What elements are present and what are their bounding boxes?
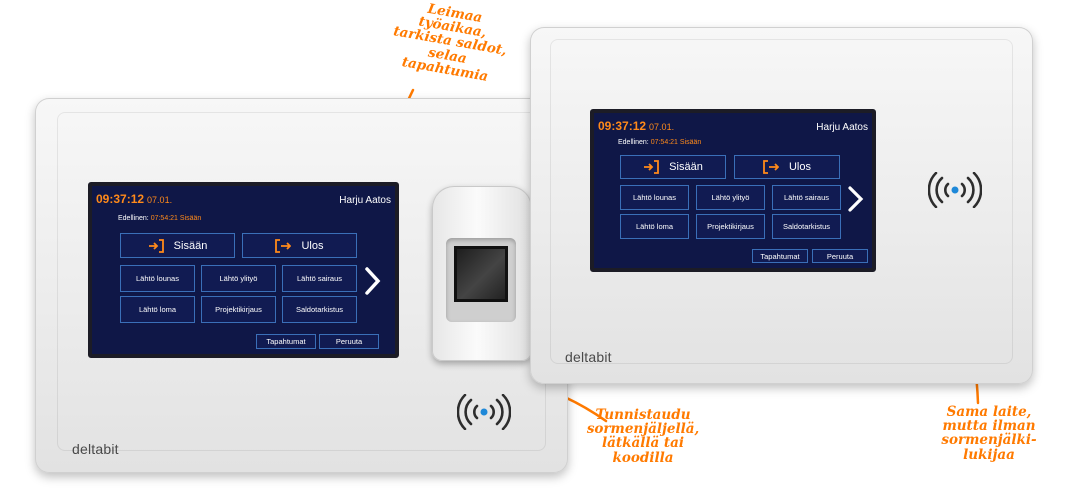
balance-check-button[interactable]: Saldotarkistus <box>282 296 357 323</box>
overtime-button[interactable]: Lähtö ylityö <box>696 185 765 210</box>
stamp-out-button[interactable]: Ulos <box>734 155 840 179</box>
annotation-same-device-hint: Sama laite, mutta ilman sormenjälki- luk… <box>941 404 1037 463</box>
annotation-identify-hint: Tunnistaudu sormenjäljellä, lätkällä tai… <box>586 407 700 466</box>
rfid-reader-icon <box>457 394 511 430</box>
balance-check-button[interactable]: Saldotarkistus <box>772 214 841 239</box>
project-entry-button[interactable]: Projektikirjaus <box>201 296 276 323</box>
stamp-out-button[interactable]: Ulos <box>242 233 357 258</box>
overtime-button[interactable]: Lähtö ylityö <box>201 265 276 292</box>
holiday-button[interactable]: Lähtö loma <box>120 296 195 323</box>
clock-date: 07.01. <box>147 195 173 205</box>
logout-icon <box>275 238 292 253</box>
fingerprint-reader[interactable] <box>432 186 532 361</box>
stamp-in-button[interactable]: Sisään <box>620 155 726 179</box>
sick-button[interactable]: Lähtö sairaus <box>772 185 841 210</box>
lunch-button[interactable]: Lähtö lounas <box>620 185 689 210</box>
user-name: Harju Aatos <box>816 122 868 133</box>
clock-time: 09:37:12 <box>598 119 647 133</box>
brand-logo: deltabit <box>565 349 612 365</box>
previous-stamp: Edellinen: 07:54:21 Sisään <box>618 139 702 146</box>
cancel-button[interactable]: Peruuta <box>319 334 379 349</box>
logout-icon <box>763 160 779 174</box>
previous-stamp: Edellinen: 07:54:21 Sisään <box>118 215 202 222</box>
stamp-in-button[interactable]: Sisään <box>120 233 235 258</box>
clock-time: 09:37:12 <box>96 192 145 206</box>
project-entry-button[interactable]: Projektikirjaus <box>696 214 765 239</box>
fingerprint-sensor <box>454 246 508 302</box>
clock-date: 07.01. <box>649 122 675 132</box>
sick-button[interactable]: Lähtö sairaus <box>282 265 357 292</box>
lunch-button[interactable]: Lähtö lounas <box>120 265 195 292</box>
cancel-button[interactable]: Peruuta <box>812 249 868 263</box>
brand-logo: deltabit <box>72 441 119 457</box>
events-button[interactable]: Tapahtumat <box>256 334 316 349</box>
chevron-right-icon[interactable] <box>362 266 384 296</box>
events-button[interactable]: Tapahtumat <box>752 249 808 263</box>
rfid-reader-icon <box>928 172 982 208</box>
login-icon <box>644 160 660 174</box>
user-name: Harju Aatos <box>339 195 391 206</box>
login-icon <box>148 238 164 253</box>
fingerprint-slot <box>446 238 516 322</box>
holiday-button[interactable]: Lähtö loma <box>620 214 689 239</box>
chevron-right-icon[interactable] <box>846 185 866 213</box>
